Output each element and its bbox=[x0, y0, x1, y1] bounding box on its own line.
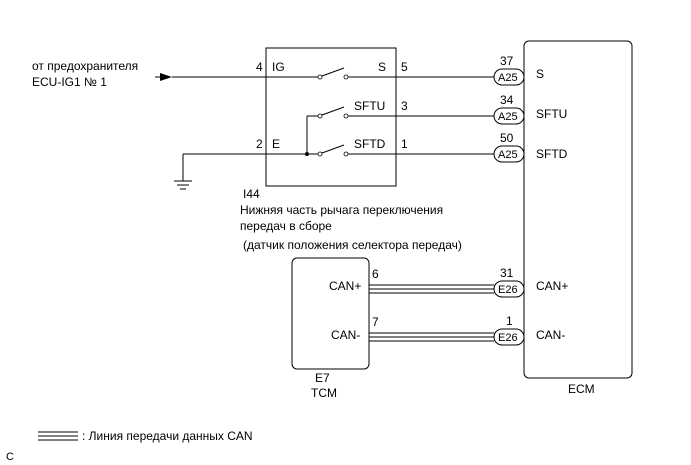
tcm-pin-num-canp: 6 bbox=[372, 267, 379, 281]
connector-label: A25 bbox=[498, 111, 518, 123]
tcm-pin-num-canm: 7 bbox=[372, 315, 379, 329]
ecm-pin-num: 50 bbox=[500, 131, 514, 145]
connector-label: E26 bbox=[498, 332, 518, 344]
ecm-pin-name: SFTU bbox=[536, 107, 567, 121]
connector-label: A25 bbox=[498, 149, 518, 161]
can-bus-lines bbox=[369, 284, 494, 342]
connector-e26-canm bbox=[493, 328, 525, 346]
connector-a25-sftu bbox=[493, 107, 525, 125]
shift-lever-switch-box bbox=[265, 47, 397, 187]
ecm-pin-num: 31 bbox=[500, 266, 514, 280]
switch-code: I44 bbox=[243, 187, 260, 201]
connector-a25-s bbox=[493, 68, 525, 86]
switch-desc-line3: (датчик положения селектора передач) bbox=[243, 238, 462, 252]
pin-num-ig: 4 bbox=[256, 60, 263, 74]
ecm-pin-num: 1 bbox=[506, 314, 513, 328]
source-label-line1: от предохранителя bbox=[32, 59, 138, 73]
pin-name-sftu: SFTU bbox=[354, 99, 385, 113]
legend-label: : Линия передачи данных CAN bbox=[82, 429, 253, 443]
switch-desc-line2: передач в сборе bbox=[240, 219, 332, 233]
tcm-pin-name-canm: CAN- bbox=[331, 328, 360, 342]
source-label-line2: ECU-IG1 № 1 bbox=[32, 75, 107, 89]
pin-num-s: 5 bbox=[401, 60, 408, 74]
tcm-pin-name-canp: CAN+ bbox=[329, 279, 361, 293]
tcm-label: TCM bbox=[311, 386, 337, 400]
pin-name-sftd: SFTD bbox=[354, 137, 386, 151]
source-arrow bbox=[155, 73, 266, 81]
ground-icon bbox=[174, 180, 192, 190]
ecm-pin-num: 37 bbox=[500, 54, 514, 68]
pin-name-e: E bbox=[272, 137, 280, 151]
ecm-pin-name: CAN+ bbox=[536, 279, 568, 293]
connector-label: E26 bbox=[498, 284, 518, 296]
ecm-pin-name: CAN- bbox=[536, 328, 565, 342]
switch-contacts bbox=[266, 67, 396, 157]
ecm-box bbox=[523, 40, 633, 379]
ecm-pin-name: S bbox=[536, 67, 544, 81]
ground-wire bbox=[182, 153, 266, 181]
switch-desc-line1: Нижняя часть рычага переключения bbox=[240, 203, 443, 217]
pin-name-s: S bbox=[378, 60, 386, 74]
ecm-label: ECM bbox=[568, 382, 595, 396]
connector-e26-canp bbox=[493, 280, 525, 298]
tcm-box bbox=[291, 257, 370, 370]
tcm-code: E7 bbox=[315, 371, 330, 385]
signal-wires bbox=[396, 76, 494, 155]
pin-num-sftu: 3 bbox=[401, 99, 408, 113]
pin-num-e: 2 bbox=[256, 137, 263, 151]
pin-num-sftd: 1 bbox=[401, 137, 408, 151]
corner-mark: C bbox=[6, 451, 14, 463]
connector-a25-sftd bbox=[493, 145, 525, 163]
ecm-pin-num: 34 bbox=[500, 93, 514, 107]
connector-label: A25 bbox=[498, 72, 518, 84]
legend-can-line bbox=[38, 431, 78, 441]
pin-name-ig: IG bbox=[272, 60, 285, 74]
ecm-pin-name: SFTD bbox=[536, 147, 568, 161]
